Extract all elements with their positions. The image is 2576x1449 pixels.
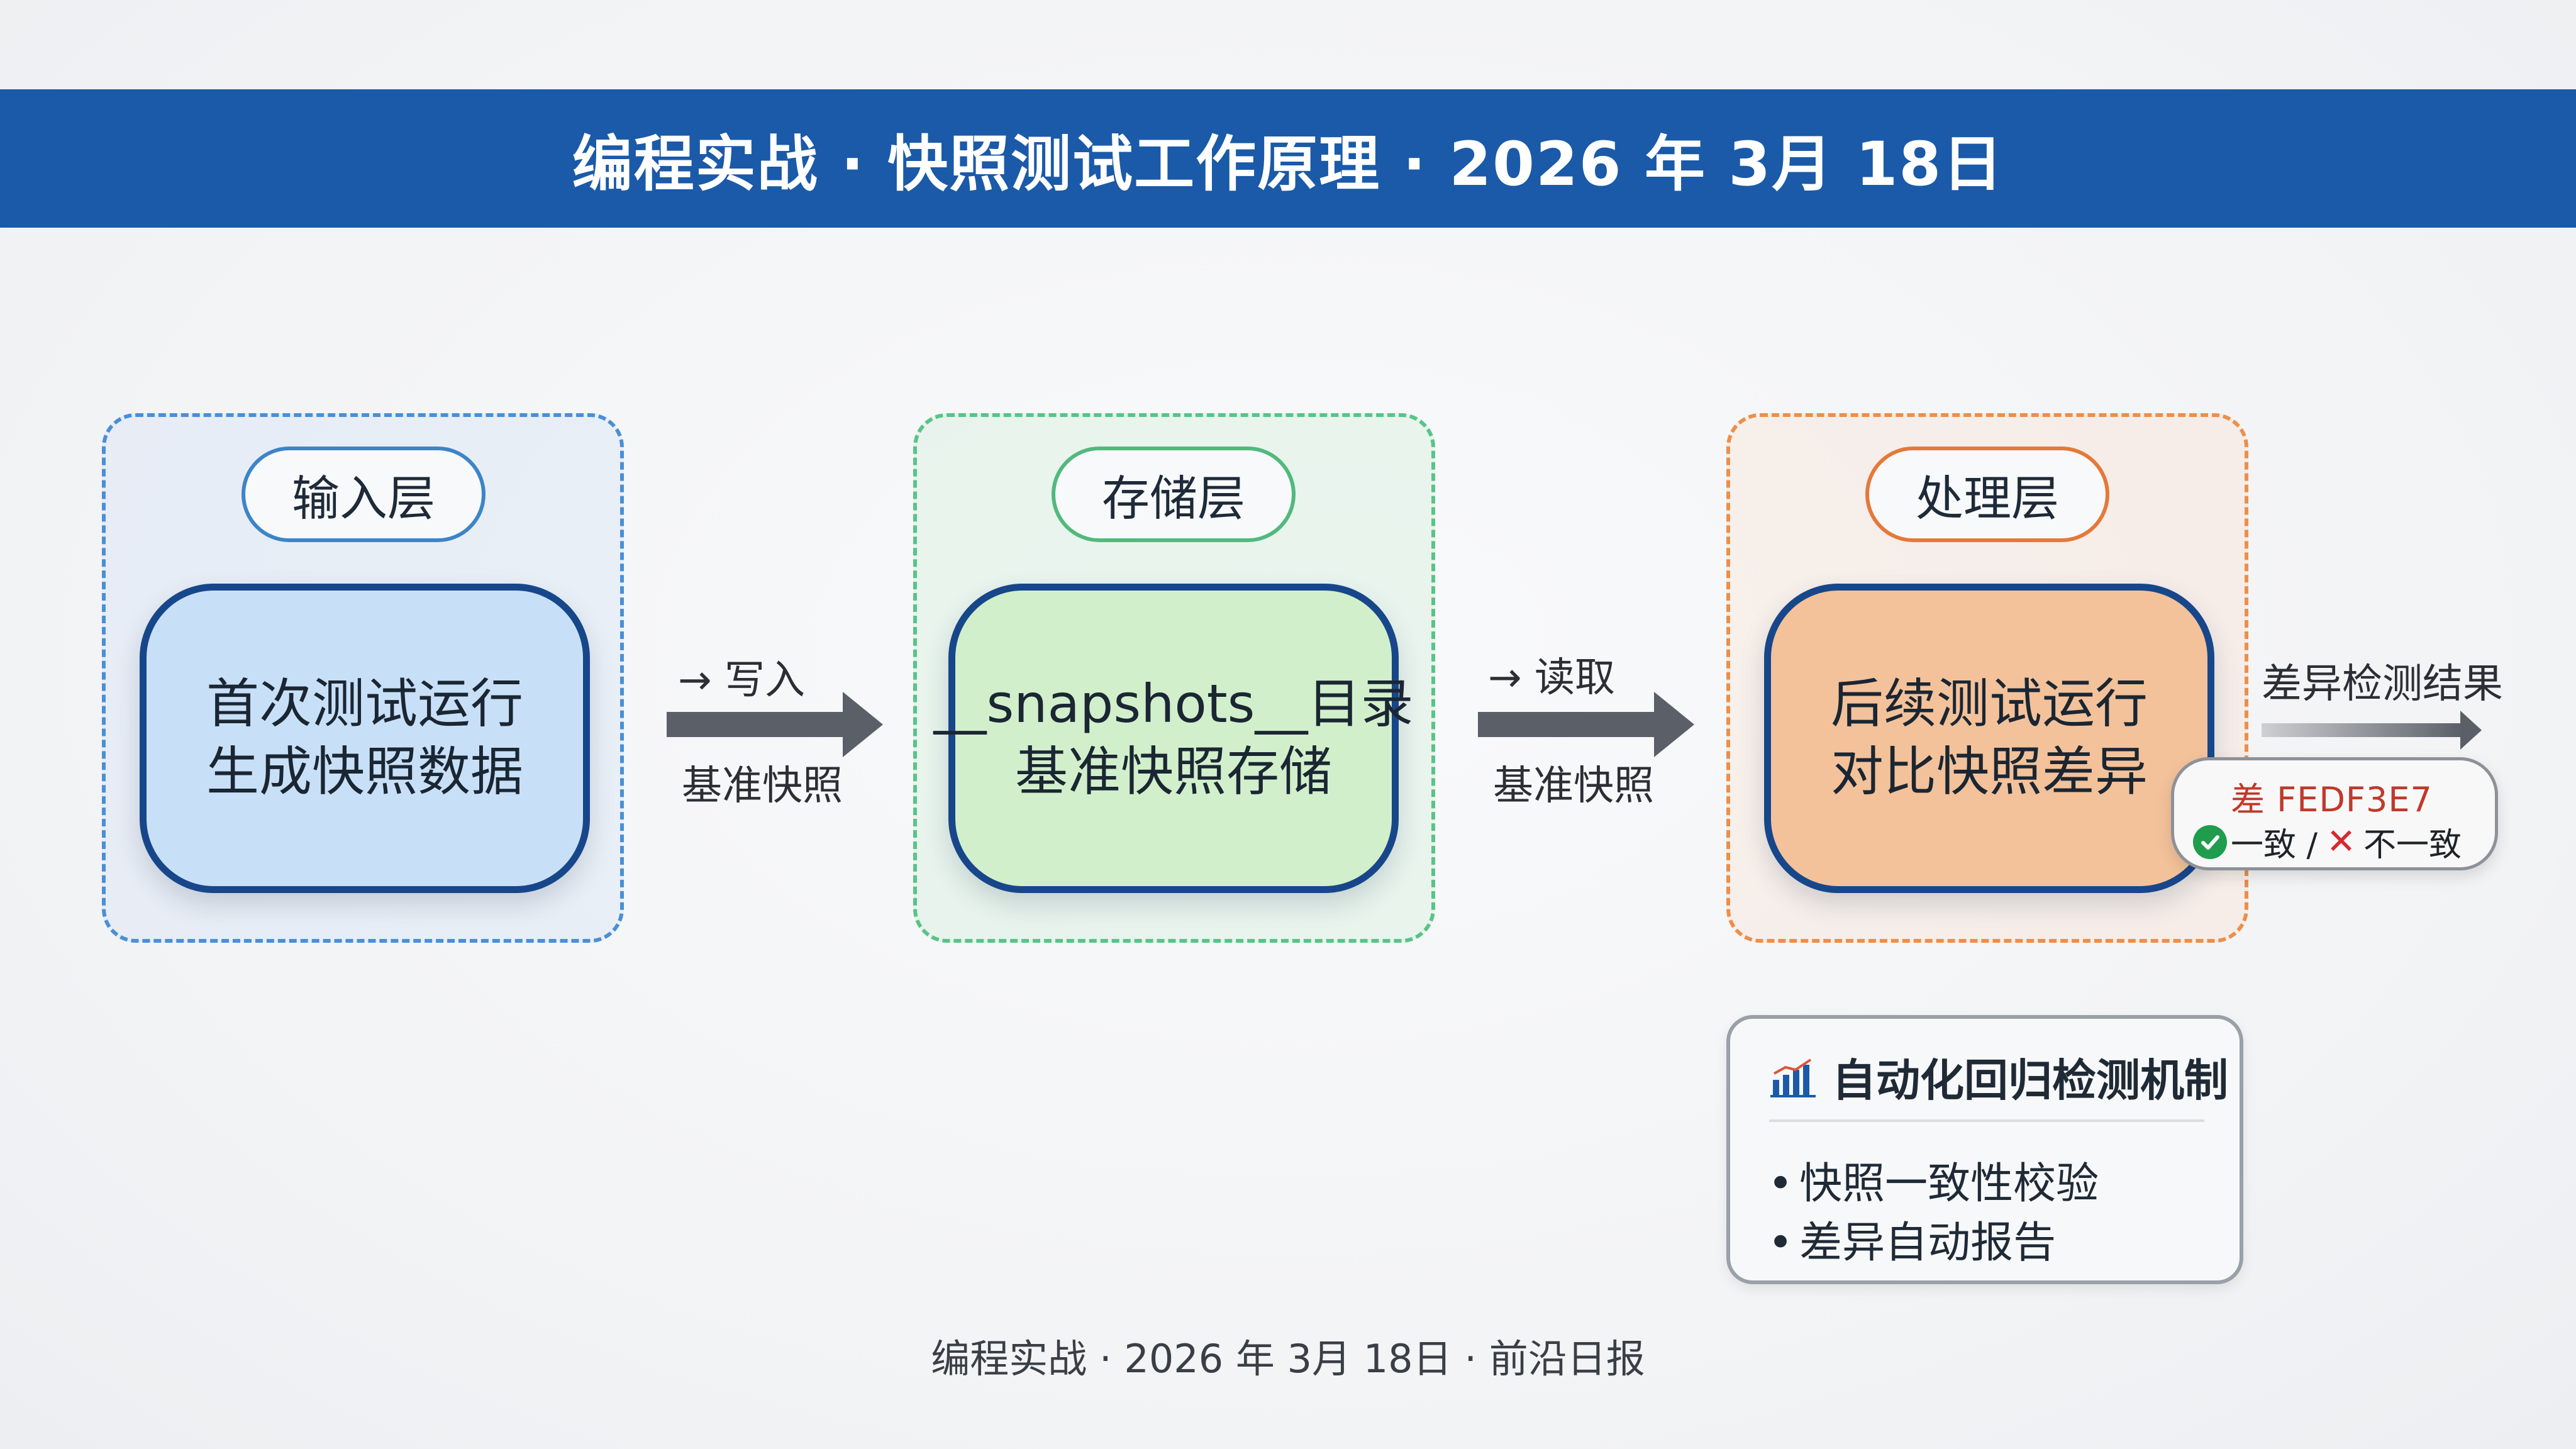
diff-result-badge: 差 FEDF3E7 一致 / ✕ 不一致 bbox=[2171, 757, 2498, 870]
node-line: __snapshots__目录 bbox=[933, 673, 1414, 735]
mechanism-item-text: 差异自动报告 bbox=[1799, 1218, 2057, 1268]
diff-code: 差 FEDF3E7 bbox=[2231, 780, 2433, 819]
compare-run-node: 后续测试运行 对比快照差异 bbox=[1764, 584, 2214, 893]
arrow-write-label: → 写入 bbox=[678, 657, 805, 704]
mechanism-item-text: 快照一致性校验 bbox=[1799, 1159, 2099, 1209]
match-label: 一致 / bbox=[2231, 826, 2318, 864]
snapshot-storage-node: __snapshots__目录 基准快照存储 bbox=[934, 584, 1413, 893]
mechanism-title: 自动化回归检测机制 bbox=[1832, 1055, 2228, 1106]
mechanism-item: •快照一致性校验 bbox=[1768, 1159, 2099, 1209]
storage-layer-label: 存储层 bbox=[1052, 447, 1296, 542]
node-line: 后续测试运行 bbox=[1830, 673, 2148, 735]
node-line: 首次测试运行 bbox=[206, 673, 523, 735]
mismatch-label: 不一致 bbox=[2363, 826, 2462, 864]
processing-layer-label: 处理层 bbox=[1865, 447, 2109, 542]
first-run-node: 首次测试运行 生成快照数据 bbox=[140, 584, 590, 893]
input-layer-label: 输入层 bbox=[242, 447, 486, 542]
check-icon bbox=[2193, 824, 2227, 859]
footer-caption: 编程实战 · 2026 年 3月 18日 · 前沿日报 bbox=[931, 1336, 1645, 1382]
node-line: 基准快照存储 bbox=[1014, 741, 1332, 802]
arrow-diff-result bbox=[2262, 711, 2482, 750]
page-title: 编程实战 · 快照测试工作原理 · 2026 年 3月 18日 bbox=[572, 128, 2004, 199]
node-line: 生成快照数据 bbox=[206, 741, 523, 802]
mechanism-divider bbox=[1769, 1119, 2204, 1122]
node-line: 对比快照差异 bbox=[1830, 741, 2148, 802]
cross-icon: ✕ bbox=[2326, 821, 2356, 862]
mechanism-item: •差异自动报告 bbox=[1768, 1218, 2057, 1268]
regression-mechanism-card: 自动化回归检测机制 •快照一致性校验 •差异自动报告 bbox=[1726, 1015, 2243, 1284]
diff-status-row: 一致 / ✕ 不一致 bbox=[2193, 818, 2462, 865]
arrow-read-label: → 读取 bbox=[1488, 655, 1615, 701]
arrow-read-sublabel: 基准快照 bbox=[1493, 763, 1654, 809]
mechanism-title-row: 自动化回归检测机制 bbox=[1770, 1045, 2228, 1109]
chart-icon bbox=[1770, 1058, 1816, 1097]
title-banner: 编程实战 · 快照测试工作原理 · 2026 年 3月 18日 bbox=[0, 89, 2576, 228]
arrow-diff-label: 差异检测结果 bbox=[2262, 661, 2503, 708]
arrow-write-sublabel: 基准快照 bbox=[682, 763, 843, 809]
